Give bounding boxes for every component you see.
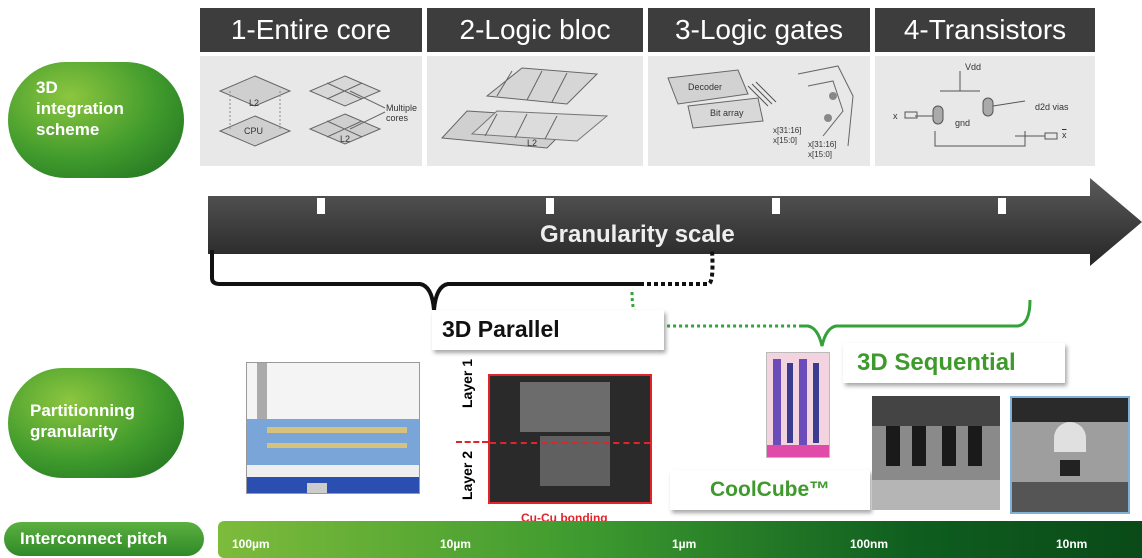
x-15-0-lower-label: x[15:0] bbox=[808, 150, 833, 159]
header-entire-core: 1-Entire core bbox=[200, 8, 422, 52]
header-transistors: 4-Transistors bbox=[875, 8, 1095, 52]
entire-core-diagram bbox=[218, 75, 386, 147]
scale-tick-1 bbox=[317, 198, 325, 214]
pitch-1um: 1µm bbox=[672, 537, 697, 551]
x-output-label: x bbox=[1062, 130, 1067, 140]
3d-parallel-label: 3D Parallel bbox=[442, 316, 560, 342]
interconnect-pitch-box bbox=[4, 522, 204, 556]
partitioning-pill: Partitionning granularity bbox=[8, 368, 184, 478]
3d-sequential-label: 3D Sequential bbox=[857, 349, 1016, 376]
pitch-10nm: 10nm bbox=[1056, 537, 1088, 551]
parallel-cross-section-image bbox=[246, 362, 420, 494]
transistors-diagram bbox=[904, 71, 1058, 147]
layer-divider bbox=[456, 441, 488, 443]
3d-sequential-callout: 3D Sequential bbox=[843, 343, 1065, 383]
integration-scheme-label: 3D integration scheme bbox=[36, 78, 124, 139]
sem-image bbox=[488, 374, 652, 504]
panel-entire-core: L2 CPU Multiple cores L2 bbox=[200, 56, 422, 166]
coolcube-callout: CoolCube™ bbox=[670, 470, 870, 510]
tem-image-right bbox=[1010, 396, 1130, 514]
vdd-label: Vdd bbox=[965, 62, 982, 72]
decoder-label: Decoder bbox=[688, 82, 723, 92]
partitioning-label: Partitionning granularity bbox=[30, 401, 135, 441]
pitch-100um: 100µm bbox=[232, 537, 270, 551]
panel-logic-gates: Decoder Bit array x[31:16] x[15:0] x[31:… bbox=[648, 56, 870, 166]
l2-bottom-label: L2 bbox=[340, 134, 351, 144]
integration-scheme-pill: 3D integration scheme bbox=[8, 62, 184, 178]
coolcube-label: CoolCube™ bbox=[710, 478, 831, 501]
x-15-0-label: x[15:0] bbox=[773, 136, 798, 145]
x-31-16-lower-label: x[31:16] bbox=[808, 140, 837, 149]
l2-bloc-label: L2 bbox=[527, 138, 538, 148]
coolcube-layout-image bbox=[766, 352, 830, 458]
multiple-cores-label: Multiple cores bbox=[386, 103, 418, 123]
x-31-16-label: x[31:16] bbox=[773, 126, 802, 135]
logic-gates-diagram bbox=[667, 65, 854, 147]
cpu-label: CPU bbox=[244, 126, 264, 136]
x-input-label: x bbox=[893, 111, 898, 121]
layer-1-label: Layer 1 bbox=[459, 358, 475, 408]
l2-top-label: L2 bbox=[249, 98, 260, 108]
granularity-scale-label: Granularity scale bbox=[540, 221, 735, 248]
pitch-10um: 10µm bbox=[440, 537, 471, 551]
scale-tick-2 bbox=[546, 198, 554, 214]
scale-tick-4 bbox=[998, 198, 1006, 214]
scale-tick-3 bbox=[772, 198, 780, 214]
header-logic-bloc: 2-Logic bloc bbox=[427, 8, 643, 52]
layer-2-label: Layer 2 bbox=[459, 450, 475, 500]
tem-image-left bbox=[872, 396, 1000, 510]
panel-logic-bloc: L2 bbox=[427, 56, 643, 166]
logic-bloc-diagram bbox=[440, 67, 609, 149]
gnd-label: gnd bbox=[955, 118, 971, 128]
panel-transistors: Vdd gnd d2d vias x x bbox=[875, 56, 1095, 166]
3d-parallel-callout: 3D Parallel bbox=[432, 310, 664, 350]
pitch-100nm: 100nm bbox=[850, 537, 889, 551]
d2d-vias-label: d2d vias bbox=[1035, 102, 1069, 112]
interconnect-pitch-bar bbox=[218, 521, 1142, 558]
bit-array-label: Bit array bbox=[710, 108, 744, 118]
interconnect-pitch-label: Interconnect pitch bbox=[20, 529, 168, 548]
header-logic-gates: 3-Logic gates bbox=[648, 8, 870, 52]
granularity-arrow bbox=[208, 178, 1142, 266]
